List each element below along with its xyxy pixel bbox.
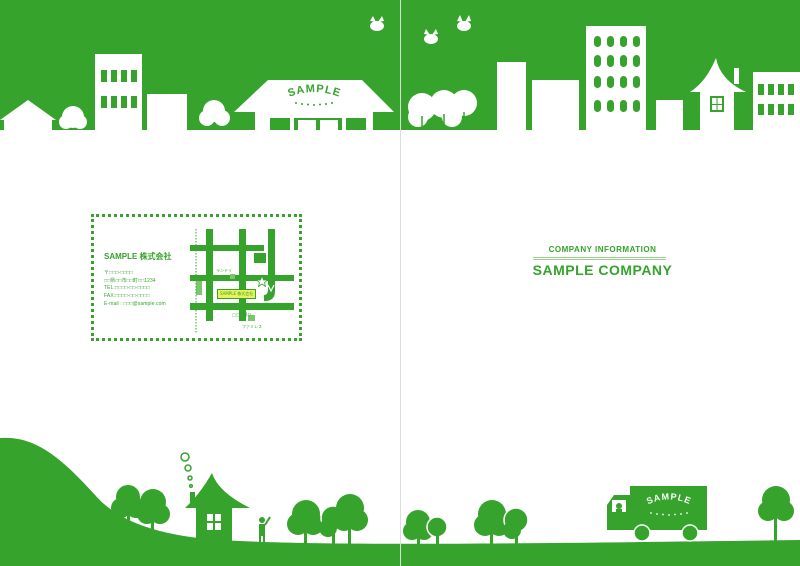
card-tel: TEL:□□□□-□□-□□□□ bbox=[104, 285, 150, 291]
bird-icon bbox=[457, 15, 471, 31]
bird-icon bbox=[424, 29, 438, 44]
cover-title: SAMPLE COMPANY bbox=[532, 262, 673, 278]
truck-sign-text: SAMPLE bbox=[645, 491, 692, 506]
skyline-right bbox=[408, 26, 800, 130]
trees-center-right bbox=[403, 500, 529, 548]
tree-right bbox=[758, 486, 794, 543]
smoke-bubbles bbox=[180, 452, 194, 489]
cover-divider bbox=[533, 257, 666, 260]
ground-hill bbox=[0, 437, 800, 566]
business-card: SAMPLE 株式会社 〒□□□-□□□□ □□県□□市□□町□□1234 TE… bbox=[91, 214, 302, 341]
shop-sign: SAMPLE bbox=[286, 83, 342, 100]
map-label-laundry: ランドリ bbox=[216, 268, 232, 273]
cover-subtitle: COMPANY INFORMATION bbox=[548, 245, 657, 254]
card-postal: 〒□□□-□□□□ bbox=[104, 270, 133, 276]
card-fax: FAX:□□□□-□□-□□□□ bbox=[104, 293, 150, 299]
truck-sign: SAMPLE bbox=[645, 491, 693, 506]
map-company-badge: SAMPLE 株式会社 bbox=[217, 289, 257, 299]
card-address: □□県□□市□□町□□1234 bbox=[104, 278, 156, 284]
person-figure bbox=[259, 516, 271, 546]
map-label-restaurant: ファミレス bbox=[242, 324, 262, 329]
delivery-truck bbox=[607, 486, 707, 542]
center-fold bbox=[400, 0, 401, 566]
shop-sign-text: SAMPLE bbox=[286, 83, 341, 100]
bird-icon bbox=[370, 16, 384, 31]
direction-icon bbox=[267, 284, 275, 293]
skyline-left bbox=[0, 54, 394, 130]
access-map: ランドリ SAMPLE 株式会社 □□大通り ファミレス bbox=[190, 229, 294, 333]
map-label-road: □□大通り bbox=[232, 312, 252, 317]
chimney-house bbox=[185, 473, 250, 547]
map-drawing bbox=[190, 229, 294, 333]
card-email: E-mail : □□□@sample.com bbox=[104, 301, 166, 307]
trees-center-left bbox=[287, 494, 368, 546]
card-company-name: SAMPLE 株式会社 bbox=[104, 252, 172, 261]
trees-left bbox=[111, 485, 170, 538]
star-marker-icon bbox=[255, 274, 269, 288]
